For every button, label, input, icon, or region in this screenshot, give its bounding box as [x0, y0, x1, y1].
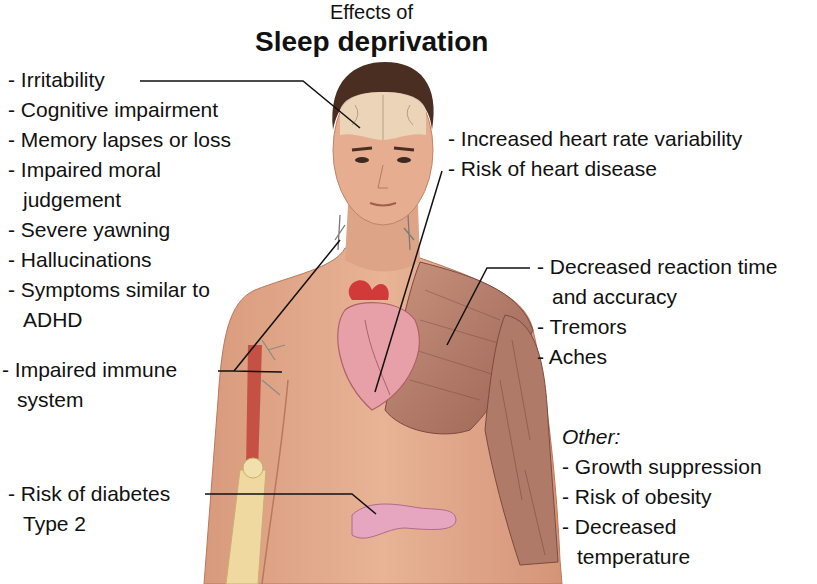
- effect-label: - Cognitive impairment: [8, 95, 218, 125]
- effect-label: - Increased heart rate variability: [448, 124, 742, 154]
- title: Sleep deprivation: [255, 26, 488, 58]
- effect-label: - Irritability: [8, 65, 105, 95]
- effect-label: - Memory lapses or loss: [8, 125, 231, 155]
- effect-label: - Decreased reaction time and accuracy: [537, 252, 792, 312]
- forearm-bones: [226, 470, 266, 584]
- mouth: [370, 203, 396, 206]
- effect-label: - Impaired moral judgement: [8, 155, 238, 215]
- leader-line: [447, 268, 530, 345]
- effect-label: - Impaired immune system: [2, 355, 222, 415]
- lymph-vessels: [262, 340, 285, 395]
- elbow-joint: [243, 458, 263, 478]
- aorta: [349, 280, 389, 300]
- nose: [378, 165, 388, 188]
- effect-label: - Symptoms similar to ADHD: [8, 275, 238, 335]
- effect-label: - Risk of heart disease: [448, 154, 657, 184]
- humerus: [246, 345, 262, 470]
- eye: [397, 157, 411, 163]
- brain: [340, 92, 426, 140]
- effect-label: - Tremors: [537, 312, 627, 342]
- arm-edge: [262, 380, 288, 584]
- heart: [338, 303, 419, 410]
- effect-label: - Aches: [537, 342, 607, 372]
- eyebrows: [352, 148, 414, 150]
- muscle-fibres: [500, 340, 545, 555]
- other-heading: Other:: [562, 422, 620, 452]
- brain-folds: [352, 95, 413, 140]
- effect-label: - Severe yawning: [8, 215, 170, 245]
- effect-label: - Risk of obesity: [562, 482, 711, 512]
- eye: [355, 157, 369, 163]
- effect-label: - Growth suppression: [562, 452, 762, 482]
- leader-line: [205, 494, 376, 514]
- effect-label: - Decreased temperature: [562, 512, 777, 572]
- leader-line: [218, 240, 340, 372]
- torso: [204, 248, 562, 584]
- effect-label: - Risk of diabetes Type 2: [8, 479, 215, 539]
- pancreas: [352, 504, 456, 538]
- subtitle: Effects of: [330, 0, 413, 24]
- effect-label: - Hallucinations: [8, 245, 152, 275]
- leader-line: [375, 171, 442, 392]
